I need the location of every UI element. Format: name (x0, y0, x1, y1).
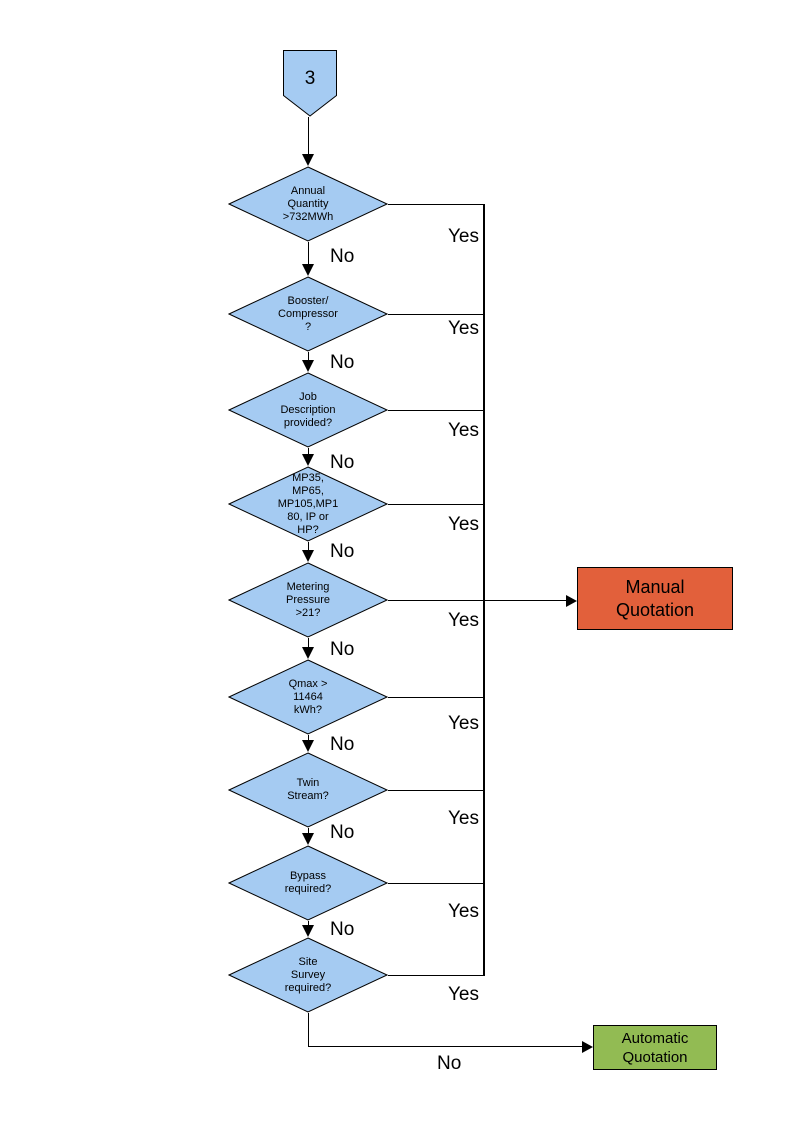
arrowhead-d5 (302, 550, 314, 562)
automatic-quotation-box: Automatic Quotation (593, 1025, 717, 1070)
diamond-shape (228, 659, 388, 735)
connector-yes-7 (388, 790, 483, 791)
yes-label: Yes (448, 713, 479, 734)
yes-label: Yes (448, 420, 479, 441)
start-label: 3 (304, 68, 316, 89)
diamond-shape (228, 845, 388, 921)
diamond-shape (228, 752, 388, 828)
start-connector: 3 (283, 50, 337, 117)
decision-label: Twin Stream? (287, 777, 329, 802)
connector-no-1 (308, 242, 309, 265)
connector-yes-8 (388, 883, 483, 884)
arrowhead-d3 (302, 360, 314, 372)
decision-label: Site Survey required? (284, 955, 332, 994)
decision-metering-pressure: Metering Pressure >21? (228, 562, 388, 638)
connector-no-2 (308, 352, 309, 361)
diamond-shape (228, 466, 388, 542)
decision-job-description: Job Description provided? (228, 372, 388, 448)
connector-no-9-horizontal (308, 1046, 583, 1047)
connector-yes-6 (388, 697, 483, 698)
yes-label: Yes (448, 808, 479, 829)
connector-yes-2 (388, 314, 483, 315)
connector-no-5 (308, 638, 309, 648)
decision-pressure-tier: MP35, MP65, MP105,MP1 80, IP or HP? (228, 466, 388, 542)
manual-quotation-box: Manual Quotation (577, 567, 733, 630)
connector-no-8 (308, 921, 309, 926)
decision-label: Job Description provided? (280, 390, 336, 429)
decision-label: Qmax > 11464 kWh? (288, 677, 328, 716)
arrowhead-manual-quotation (566, 595, 577, 607)
yes-label: Yes (448, 514, 479, 535)
connector-start-to-d1 (308, 117, 309, 154)
diamond-shape (228, 276, 388, 352)
decision-booster-compressor: Booster/ Compressor ? (228, 276, 388, 352)
no-label: No (330, 639, 355, 660)
no-label: No (330, 541, 355, 562)
arrowhead-automatic-quotation (582, 1041, 593, 1053)
arrowhead-d2 (302, 264, 314, 276)
yes-label: Yes (448, 610, 479, 631)
yes-label: Yes (448, 318, 479, 339)
connector-yes-1 (388, 204, 483, 205)
no-label: No (330, 919, 355, 940)
no-label: No (330, 352, 355, 373)
connector-to-manual-quotation (483, 600, 567, 601)
decision-annual-quantity: Annual Quantity >732MWh (228, 166, 388, 242)
arrowhead-d6 (302, 647, 314, 659)
decision-label: MP35, MP65, MP105,MP1 80, IP or HP? (277, 471, 339, 536)
decision-site-survey: Site Survey required? (228, 937, 388, 1013)
connector-no-9-vertical (308, 1013, 309, 1047)
arrowhead-d7 (302, 740, 314, 752)
no-label: No (330, 822, 355, 843)
connector-yes-4 (388, 504, 483, 505)
arrowhead-d8 (302, 833, 314, 845)
decision-label: Booster/ Compressor ? (278, 294, 338, 333)
decision-twin-stream: Twin Stream? (228, 752, 388, 828)
connector-yes-5 (388, 600, 483, 601)
connector-no-6 (308, 735, 309, 741)
arrowhead-d1 (302, 154, 314, 166)
decision-label: Metering Pressure >21? (285, 580, 331, 619)
decision-label: Bypass required? (284, 870, 332, 895)
connector-yes-3 (388, 410, 483, 411)
no-label: No (330, 246, 355, 267)
yes-label: Yes (448, 226, 479, 247)
diamond-shape (228, 562, 388, 638)
diamond-shape (228, 937, 388, 1013)
decision-label: Annual Quantity >732MWh (282, 184, 334, 223)
no-label: No (437, 1053, 462, 1074)
connector-no-4 (308, 542, 309, 551)
connector-no-3 (308, 448, 309, 455)
diamond-shape (228, 372, 388, 448)
no-label: No (330, 452, 355, 473)
connector-no-7 (308, 828, 309, 834)
yes-label: Yes (448, 901, 479, 922)
diamond-shape (228, 166, 388, 242)
arrowhead-d9 (302, 925, 314, 937)
connector-yes-9 (388, 975, 483, 976)
connector-yes-collector (483, 204, 485, 976)
arrowhead-d4 (302, 454, 314, 466)
yes-label: Yes (448, 984, 479, 1005)
decision-bypass: Bypass required? (228, 845, 388, 921)
start-connector-shape (283, 50, 337, 117)
decision-qmax: Qmax > 11464 kWh? (228, 659, 388, 735)
no-label: No (330, 734, 355, 755)
